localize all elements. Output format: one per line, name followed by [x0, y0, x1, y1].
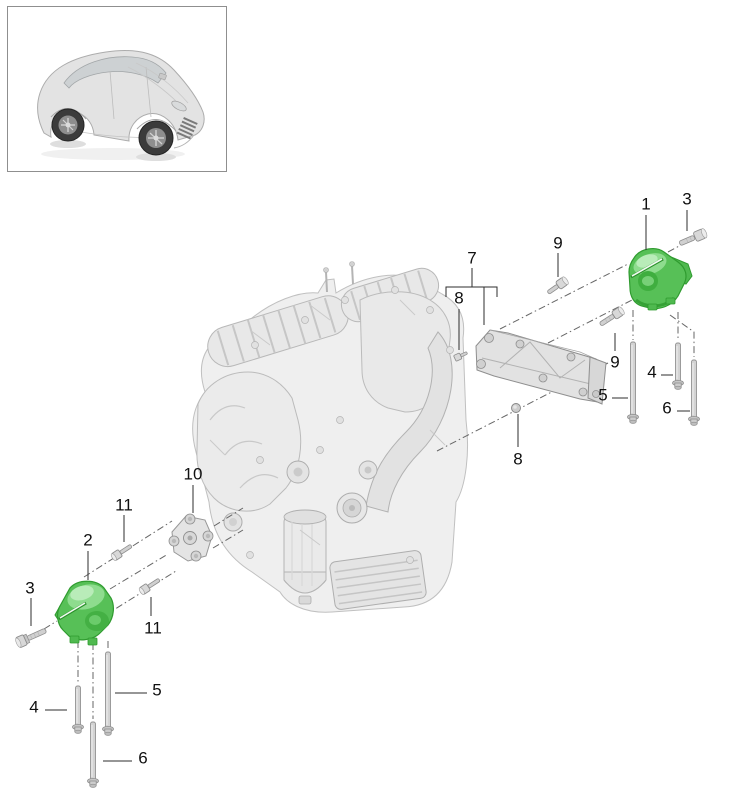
- rear-wheel: [51, 108, 85, 142]
- callout-3-left[interactable]: 3: [25, 578, 35, 598]
- callout-2[interactable]: 2: [83, 530, 93, 550]
- engine-illustration: [192, 261, 468, 613]
- bolt-11-upper[interactable]: [110, 542, 133, 561]
- nut-8-fastener[interactable]: [511, 403, 521, 413]
- stud-6-left[interactable]: [87, 721, 99, 788]
- bolt-3-left[interactable]: [14, 625, 48, 648]
- grille: [176, 117, 198, 140]
- callout-3-right[interactable]: 3: [682, 189, 692, 209]
- leader-lines: [30, 210, 690, 762]
- callout-5-left[interactable]: 5: [152, 680, 162, 700]
- callout-1[interactable]: 1: [641, 194, 651, 214]
- support-bracket-7[interactable]: [475, 329, 607, 405]
- callout-5-right[interactable]: 5: [598, 385, 608, 405]
- callout-6-right[interactable]: 6: [662, 398, 672, 418]
- stud-6-right[interactable]: [688, 359, 700, 426]
- bolt-8-small[interactable]: [453, 350, 468, 362]
- bolt-3-right[interactable]: [678, 228, 708, 248]
- bolt-9-upper[interactable]: [545, 276, 569, 297]
- callout-4-right[interactable]: 4: [647, 362, 657, 382]
- stud-5-right[interactable]: [627, 341, 639, 424]
- callout-6-left[interactable]: 6: [138, 748, 148, 768]
- callout-11-upper[interactable]: 11: [115, 495, 133, 515]
- callout-9-upper[interactable]: 9: [553, 233, 563, 253]
- callout-4-left[interactable]: 4: [29, 697, 39, 717]
- bolt-9-lower[interactable]: [598, 306, 626, 328]
- stud-5-left[interactable]: [102, 651, 114, 736]
- vehicle-thumbnail[interactable]: [7, 6, 227, 172]
- callout-10[interactable]: 10: [183, 464, 203, 484]
- callout-7[interactable]: 7: [467, 248, 477, 268]
- part-10-bracket[interactable]: [168, 513, 214, 562]
- callout-8-lower[interactable]: 8: [513, 449, 523, 469]
- stud-4-right[interactable]: [672, 342, 684, 390]
- callout-9-lower[interactable]: 9: [610, 352, 620, 372]
- callout-11-lower[interactable]: 11: [144, 618, 162, 638]
- front-wheel: [138, 120, 174, 156]
- vehicle-illustration: [37, 50, 205, 161]
- stud-4-left[interactable]: [72, 685, 84, 734]
- engine-mount-1-highlight[interactable]: [628, 248, 693, 311]
- engine-mount-2-highlight[interactable]: [54, 580, 114, 646]
- bolt-11-lower[interactable]: [138, 576, 161, 595]
- callout-8-upper[interactable]: 8: [454, 288, 464, 308]
